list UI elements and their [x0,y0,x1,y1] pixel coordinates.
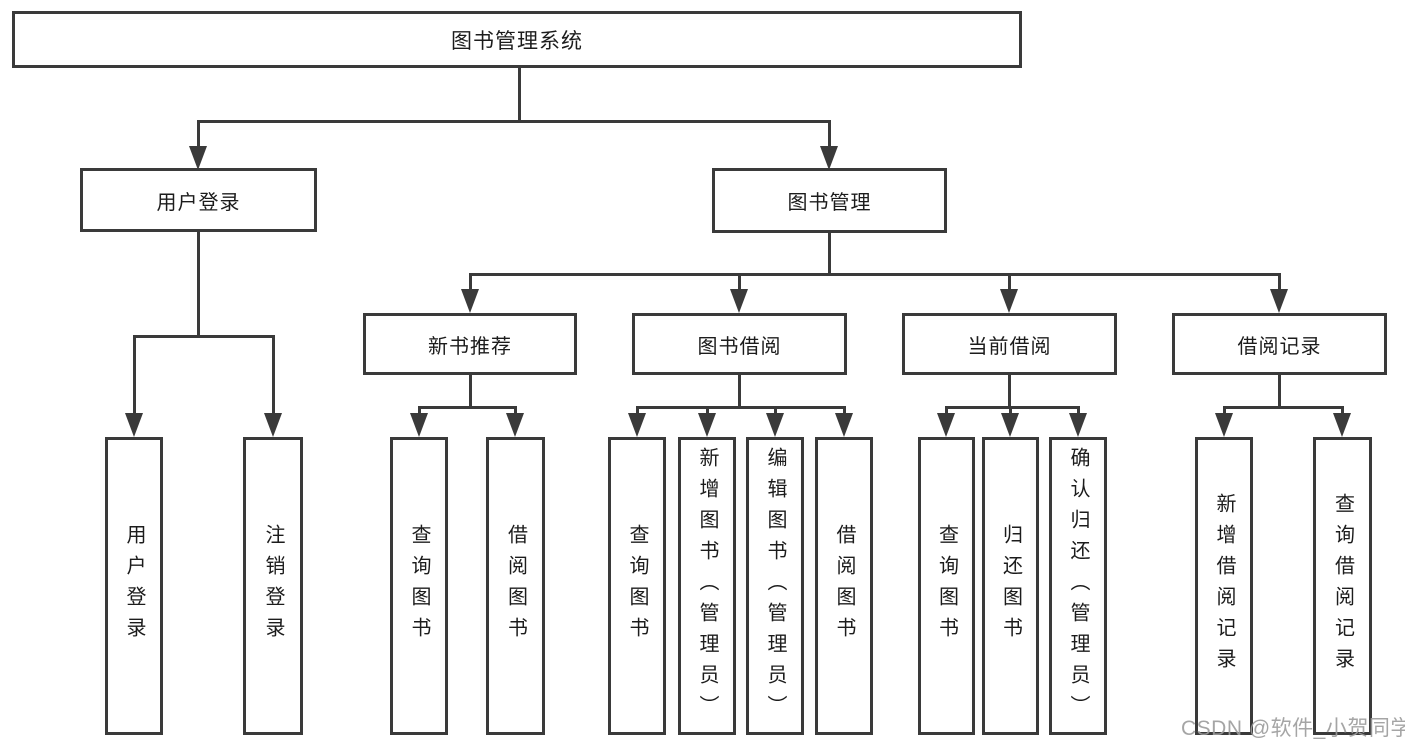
node-user-login: 用户登录 [80,168,317,232]
node-label: 编辑图书（管理员） [764,446,786,726]
leaf-bb-query-books: 查询图书 [608,437,666,735]
arrowhead-icon [628,413,646,437]
connector-stem [827,233,831,273]
connector-drop [468,273,472,291]
node-label: 借阅图书 [504,524,527,648]
leaf-cb-confirm-return-admin: 确认归还（管理员） [1049,437,1107,735]
connector-drop [773,406,777,415]
connector-drop [944,406,948,415]
connector-drop [635,406,639,415]
leaf-cb-return-books: 归还图书 [982,437,1039,735]
leaf-user-login: 用户登录 [105,437,163,735]
connector-drop [1076,406,1080,415]
leaf-br-add-record: 新增借阅记录 [1195,437,1253,735]
node-label: 图书管理系统 [451,29,583,53]
arrowhead-icon [820,146,838,170]
arrowhead-icon [1001,413,1019,437]
node-label: 借阅记录 [1237,335,1322,358]
node-root: 图书管理系统 [12,11,1022,68]
connector-drop [271,335,275,415]
arrowhead-icon [698,413,716,437]
node-label: 新书推荐 [428,335,512,358]
node-current-borrowing: 当前借阅 [902,313,1117,375]
connector-bar [132,335,275,338]
connector-stem [517,68,521,120]
leaf-bb-borrow-books: 借阅图书 [815,437,873,735]
arrowhead-icon [1215,413,1233,437]
arrowhead-icon [1270,289,1288,313]
arrowhead-icon [506,413,524,437]
node-label: 新增图书（管理员） [696,446,718,726]
node-borrow-records: 借阅记录 [1172,313,1387,375]
arrowhead-icon [937,413,955,437]
node-label: 当前借阅 [967,335,1052,358]
node-label: 用户登录 [123,524,145,648]
connector-bar [944,406,1080,409]
connector-drop [1277,273,1281,291]
node-label: 图书管理 [787,192,872,214]
csdn-watermark: CSDN @软件_小贺同学 [1181,717,1405,740]
leaf-br-query-record: 查询借阅记录 [1313,437,1372,735]
connector-drop [1008,406,1012,415]
connector-drop [132,335,136,415]
connector-stem [1007,375,1011,406]
leaf-cb-query-books: 查询图书 [918,437,975,735]
arrowhead-icon [835,413,853,437]
connector-drop [827,120,831,148]
connector-drop [842,406,846,415]
connector-bar [635,406,846,409]
arrowhead-icon [1333,413,1351,437]
node-label: 查询图书 [935,524,958,648]
connector-bar [468,273,1281,276]
node-label: 注销登录 [262,524,284,648]
node-label: 图书借阅 [697,335,782,358]
arrowhead-icon [264,413,282,437]
node-book-borrowing: 图书借阅 [632,313,847,375]
arrowhead-icon [766,413,784,437]
node-label: 用户登录 [156,191,241,214]
node-label: 新增借阅记录 [1213,493,1235,679]
leaf-bb-edit-books-admin: 编辑图书（管理员） [746,437,804,735]
node-label: 查询图书 [626,524,648,648]
node-label: 借阅图书 [833,524,855,648]
connector-bar [1222,406,1344,409]
connector-bar [417,406,517,409]
arrowhead-icon [410,413,428,437]
connector-stem [1277,375,1281,406]
leaf-logout: 注销登录 [243,437,303,735]
leaf-nbr-borrow-books: 借阅图书 [486,437,545,735]
node-new-book-recommend: 新书推荐 [363,313,577,375]
connector-drop [196,120,200,148]
connector-drop [417,406,421,415]
connector-drop [513,406,517,415]
arrowhead-icon [125,413,143,437]
connector-stem [196,232,200,335]
leaf-nbr-query-books: 查询图书 [390,437,448,735]
connector-drop [705,406,709,415]
connector-stem [468,375,472,406]
node-book-management: 图书管理 [712,168,947,233]
connector-drop [1222,406,1226,415]
node-label: 归还图书 [999,524,1022,648]
arrowhead-icon [1000,289,1018,313]
node-label: 查询图书 [408,524,430,648]
connector-drop [1340,406,1344,415]
arrowhead-icon [189,146,207,170]
node-label: 查询借阅记录 [1331,493,1354,679]
arrowhead-icon [1069,413,1087,437]
leaf-bb-add-books-admin: 新增图书（管理员） [678,437,736,735]
arrowhead-icon [461,289,479,313]
connector-bar [196,120,831,123]
arrowhead-icon [730,289,748,313]
connector-stem [737,375,741,406]
connector-drop [1007,273,1011,291]
node-label: 确认归还（管理员） [1067,446,1089,726]
connector-drop [737,273,741,291]
